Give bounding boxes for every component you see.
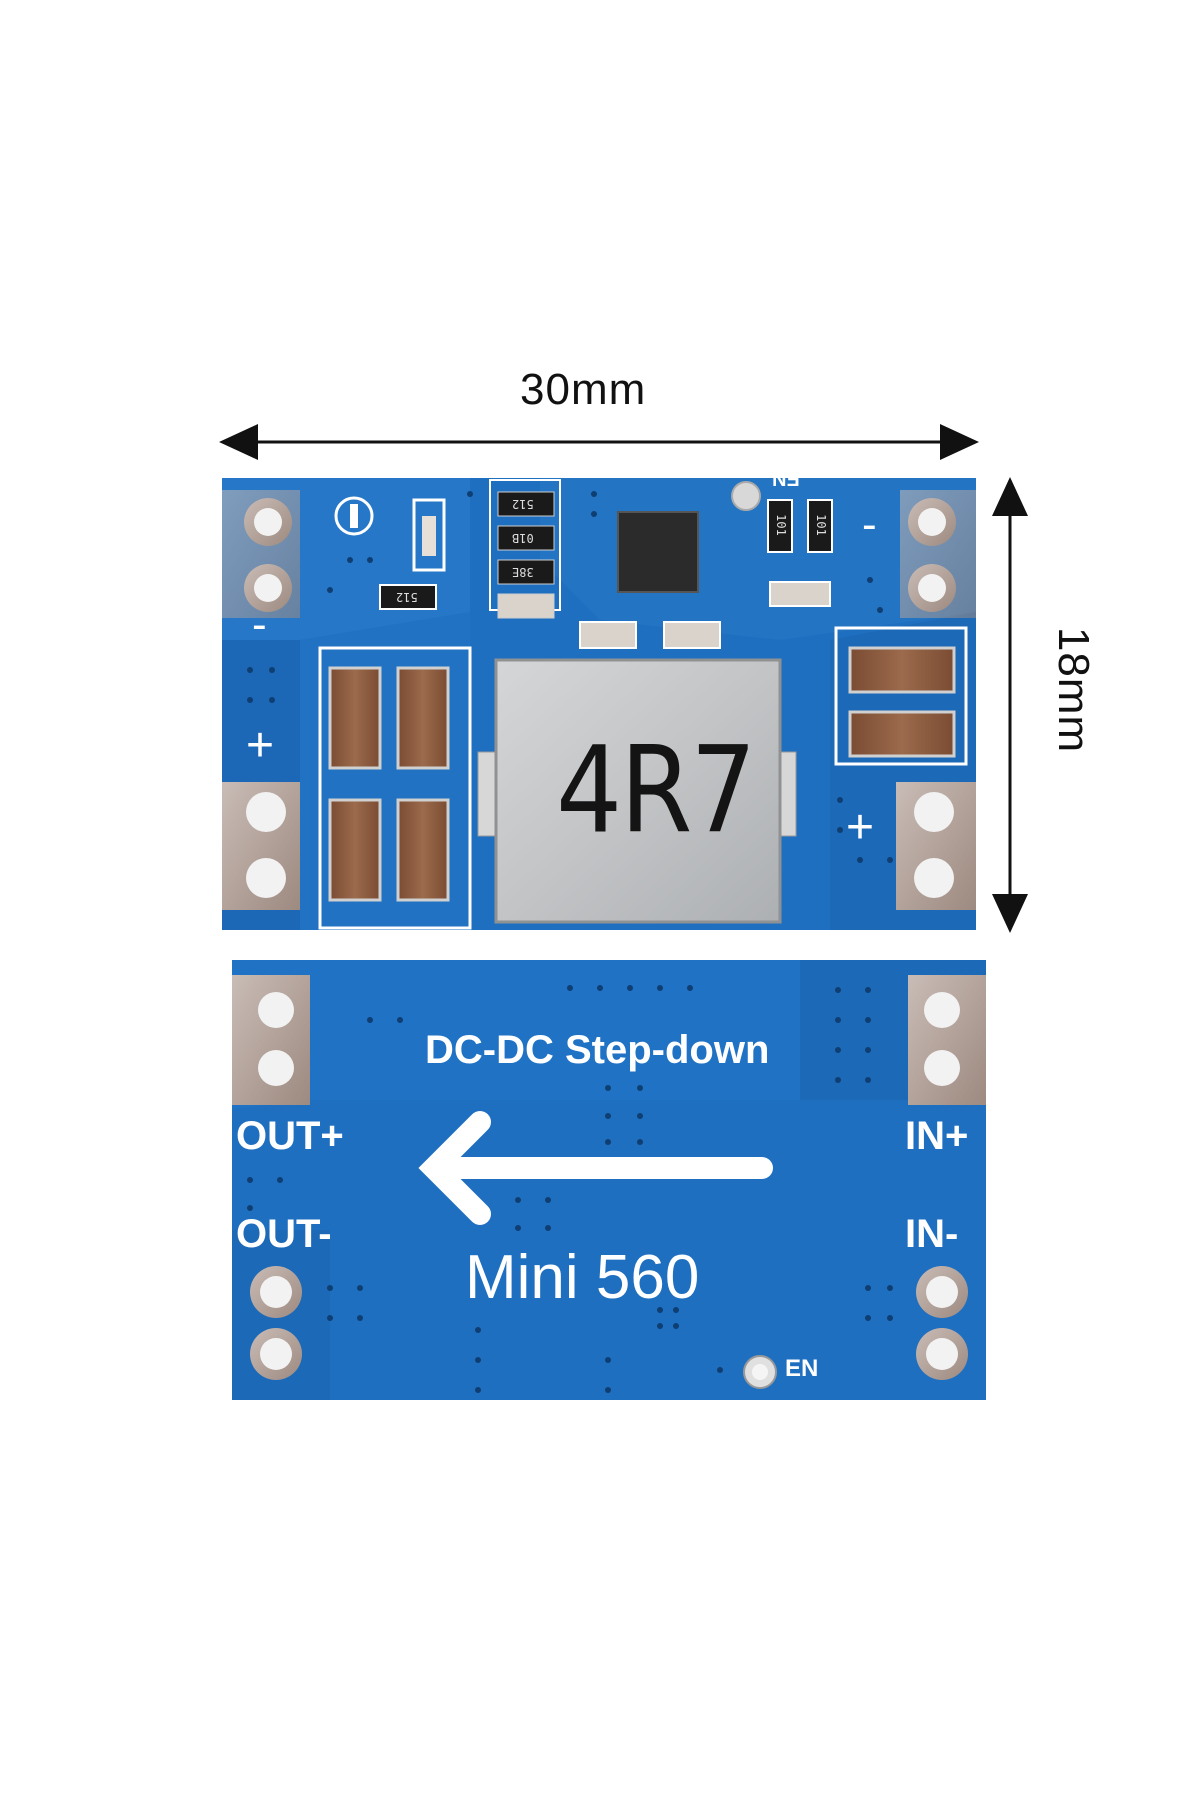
front-plus-right-label: + (846, 801, 875, 854)
inductor-marking: 4R7 (556, 720, 757, 861)
front-board (222, 478, 976, 930)
back-board (232, 960, 986, 1400)
front-minus-right-label: - (862, 500, 877, 549)
back-en-label: EN (785, 1355, 819, 1382)
back-model-label: Mini 560 (465, 1243, 700, 1312)
front-en-label: EN (772, 467, 800, 489)
front-vias (247, 491, 893, 863)
resistor-code: 101 (813, 514, 828, 536)
front-capacitors-right (834, 626, 968, 766)
buck-converter-ic (617, 511, 699, 593)
en-test-pad (731, 481, 761, 511)
front-plus-left-label: + (246, 719, 275, 772)
resistor-code: 101 (773, 514, 788, 536)
front-resistors (379, 479, 833, 649)
resistor-code: 01B (512, 531, 534, 545)
out-plus-label: OUT+ (236, 1114, 344, 1158)
resistor-code: 512 (512, 497, 534, 511)
resistor-code: 38E (512, 565, 534, 579)
front-minus-left-label: - (252, 600, 267, 649)
front-left-terminal (222, 490, 300, 910)
in-minus-label: IN- (905, 1212, 959, 1256)
power-inductor (477, 658, 797, 924)
height-dimension-label: 18mm (1049, 626, 1099, 754)
front-right-terminal (896, 490, 976, 910)
front-capacitors-left (318, 646, 472, 930)
resistor-code: 512 (396, 590, 418, 604)
out-minus-label: OUT- (236, 1212, 332, 1256)
in-plus-label: IN+ (905, 1114, 969, 1158)
width-dimension-label: 30mm (520, 365, 647, 414)
back-title-label: DC-DC Step-down (425, 1028, 770, 1072)
direction-arrow (418, 1111, 773, 1225)
